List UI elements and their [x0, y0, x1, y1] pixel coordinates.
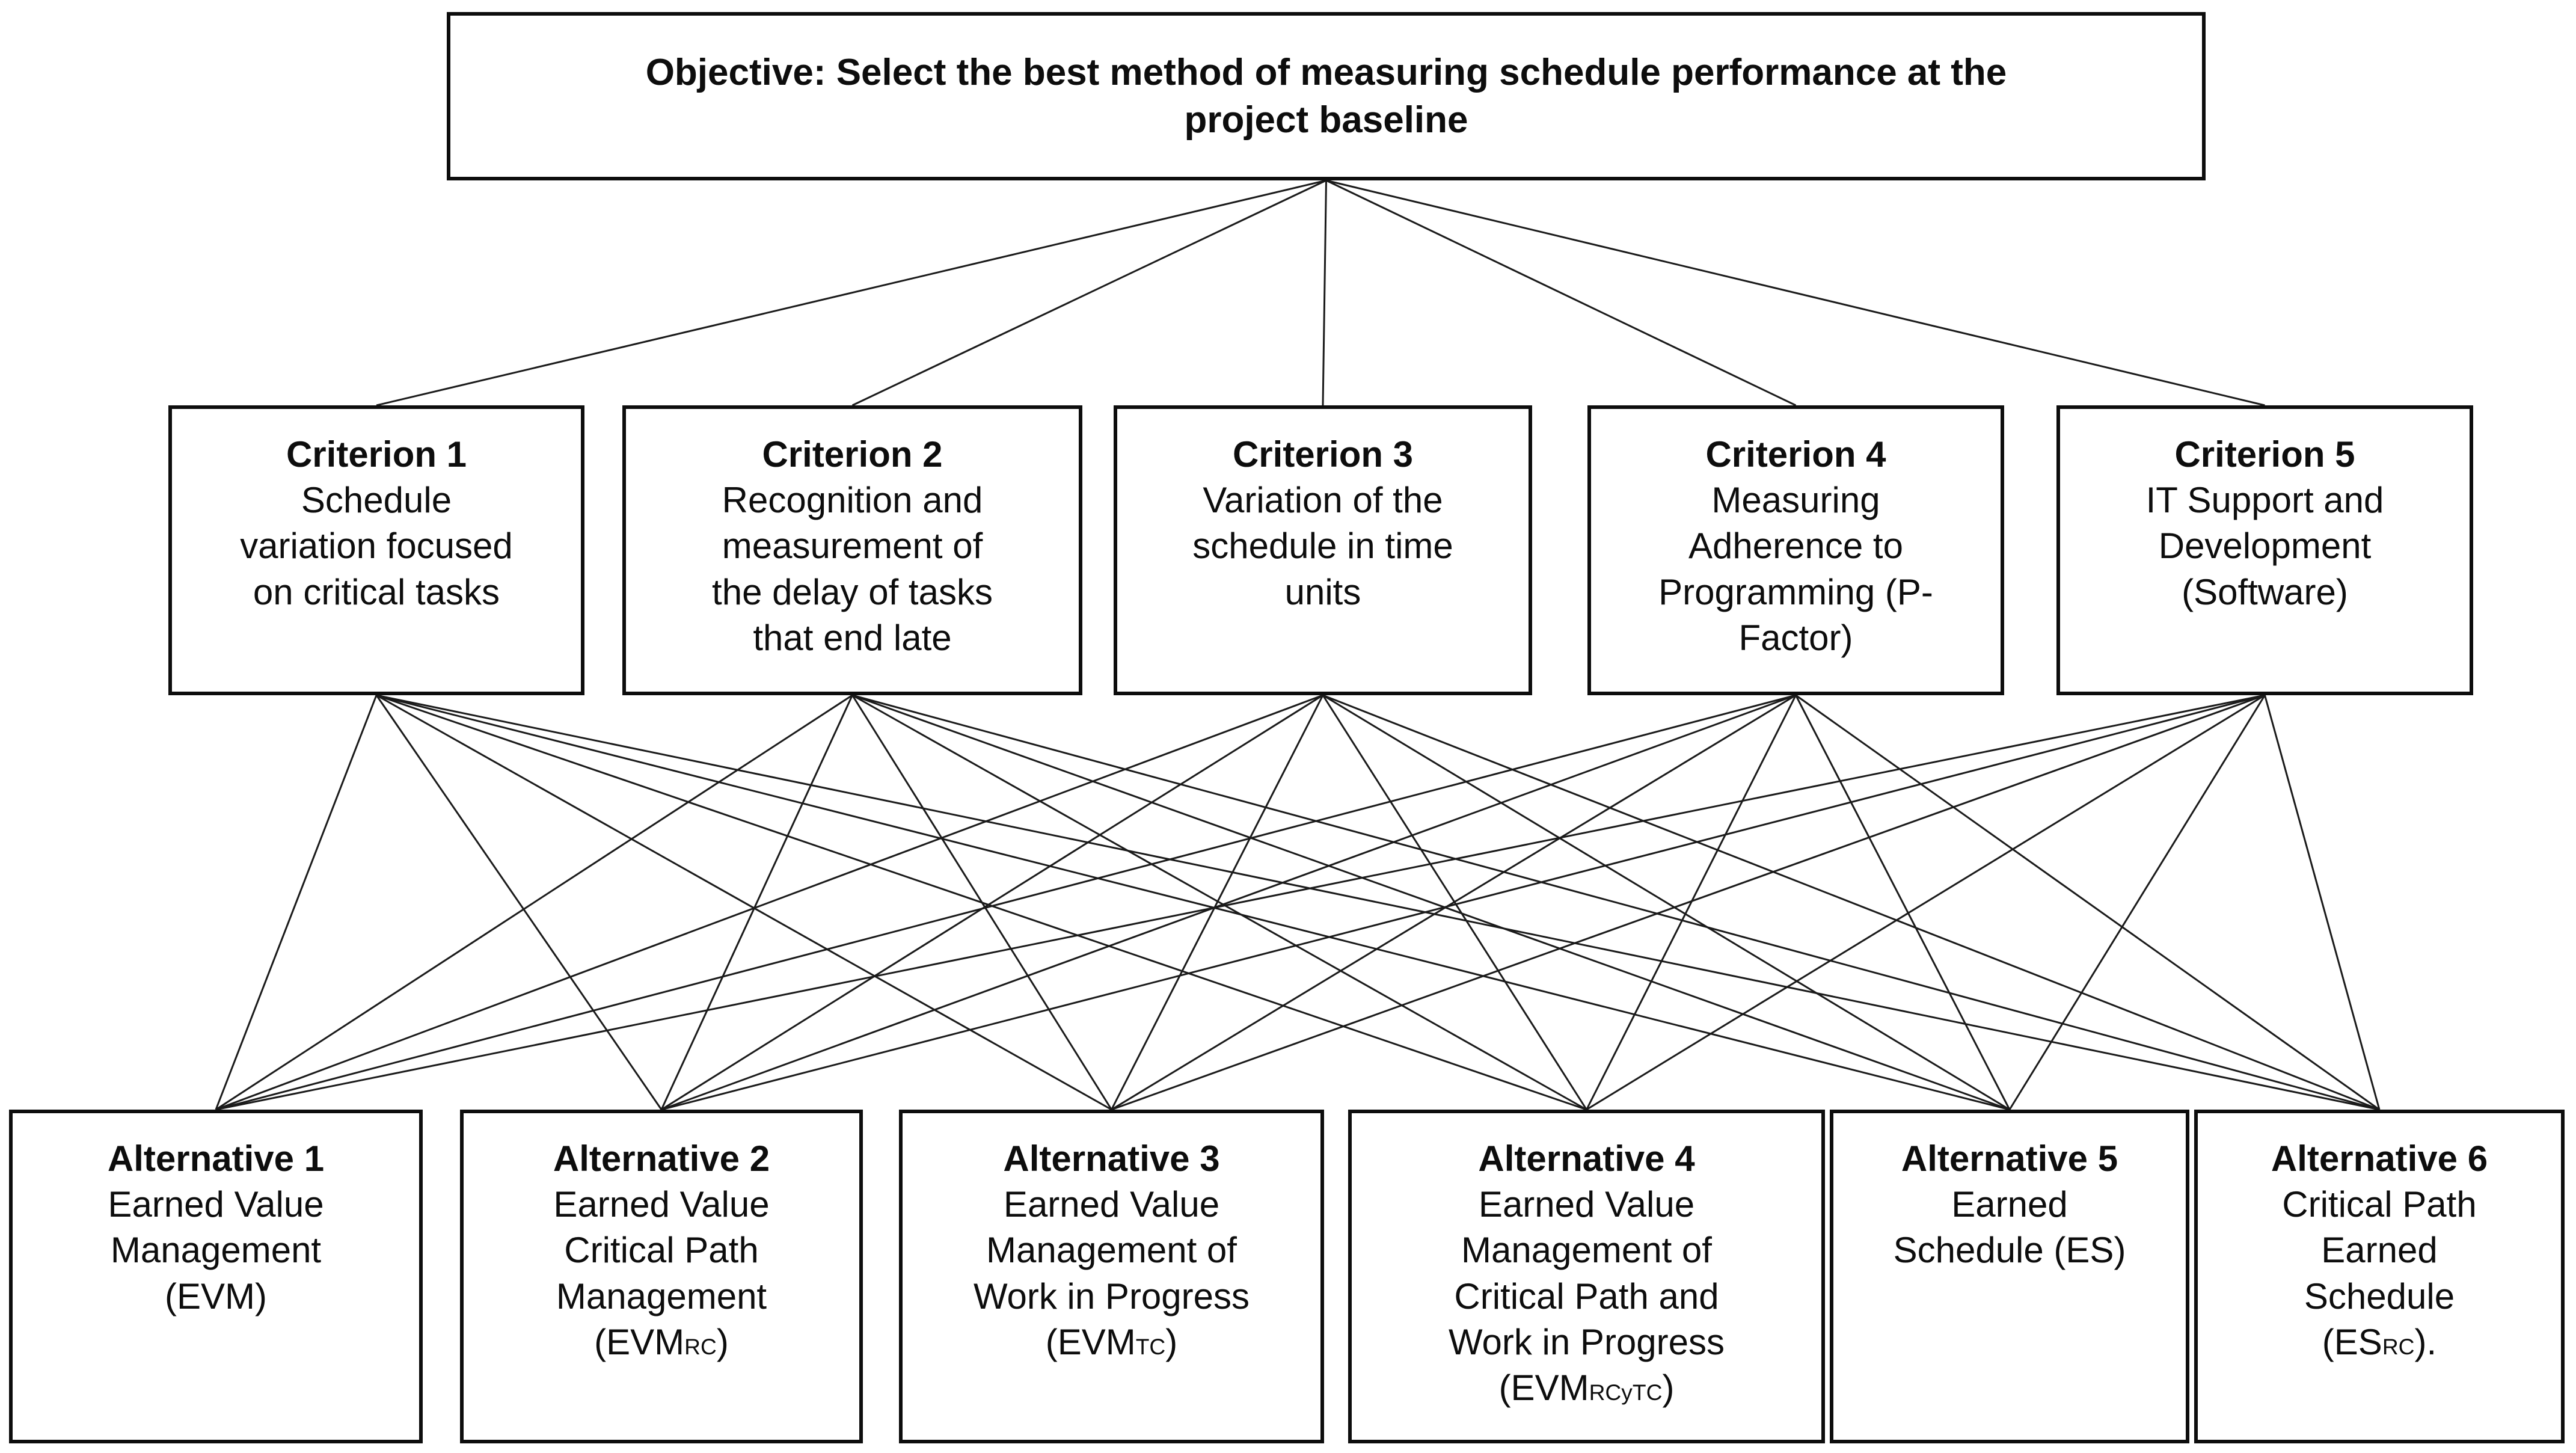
- criterion-2-title: Criterion 2: [762, 434, 943, 475]
- alternative-4-body: Earned Value Management of Critical Path…: [1448, 1184, 1725, 1362]
- alternative-5-title: Alternative 5: [1901, 1138, 2118, 1179]
- criterion-2-body: Recognition and measurement of the delay…: [712, 480, 993, 658]
- alternative-5-body: Earned Schedule (ES): [1893, 1184, 2126, 1271]
- alternative-2-box: Alternative 2 Earned Value Critical Path…: [460, 1110, 863, 1443]
- alternative-3-formula: (EVMTC): [1045, 1321, 1178, 1362]
- criterion-5-box: Criterion 5 IT Support and Development (…: [2056, 405, 2473, 695]
- criterion-1-box: Criterion 1 Schedule variation focused o…: [168, 405, 584, 695]
- criterion-1-title: Criterion 1: [286, 434, 467, 475]
- alternative-4-title: Alternative 4: [1478, 1138, 1695, 1179]
- alternative-1-box: Alternative 1 Earned Value Management (E…: [9, 1110, 423, 1443]
- criterion-5-title: Criterion 5: [2174, 434, 2355, 475]
- criterion-3-body: Variation of the schedule in time units: [1192, 480, 1453, 612]
- alternative-1-title: Alternative 1: [107, 1138, 325, 1179]
- criterion-1-body: Schedule variation focused on critical t…: [240, 480, 513, 612]
- criterion-3-title: Criterion 3: [1232, 434, 1414, 475]
- alternative-6-box: Alternative 6 Critical Path Earned Sched…: [2194, 1110, 2565, 1443]
- criterion-3-box: Criterion 3 Variation of the schedule in…: [1114, 405, 1532, 695]
- alternative-5-box: Alternative 5 Earned Schedule (ES): [1830, 1110, 2189, 1443]
- alternative-3-body: Earned Value Management of Work in Progr…: [973, 1184, 1250, 1316]
- alternative-3-box: Alternative 3 Earned Value Management of…: [899, 1110, 1324, 1443]
- alternative-4-box: Alternative 4 Earned Value Management of…: [1348, 1110, 1825, 1443]
- alternative-6-body: Critical Path Earned Schedule: [2282, 1184, 2477, 1316]
- criterion-5-body: IT Support and Development (Software): [2145, 480, 2384, 612]
- alternative-3-title: Alternative 3: [1003, 1138, 1220, 1179]
- alternative-2-title: Alternative 2: [553, 1138, 770, 1179]
- criterion-4-title: Criterion 4: [1705, 434, 1886, 475]
- criterion-4-body: Measuring Adherence to Programming (P- F…: [1658, 480, 1933, 658]
- objective-label: Objective: Select the best method of mea…: [645, 51, 2007, 141]
- alternative-1-body: Earned Value Management: [108, 1184, 324, 1271]
- alternative-6-formula: (ESRC).: [2322, 1321, 2437, 1362]
- criterion-4-box: Criterion 4 Measuring Adherence to Progr…: [1587, 405, 2004, 695]
- criterion-2-box: Criterion 2 Recognition and measurement …: [622, 405, 1082, 695]
- alternative-6-title: Alternative 6: [2271, 1138, 2488, 1179]
- alternative-4-formula: (EVMRCyTC): [1498, 1367, 1675, 1408]
- alternative-2-formula: (EVMRC): [594, 1321, 729, 1362]
- alternative-1-formula: (EVM): [165, 1276, 267, 1316]
- alternative-2-body: Earned Value Critical Path Management: [553, 1184, 770, 1316]
- objective-box: Objective: Select the best method of mea…: [447, 12, 2206, 180]
